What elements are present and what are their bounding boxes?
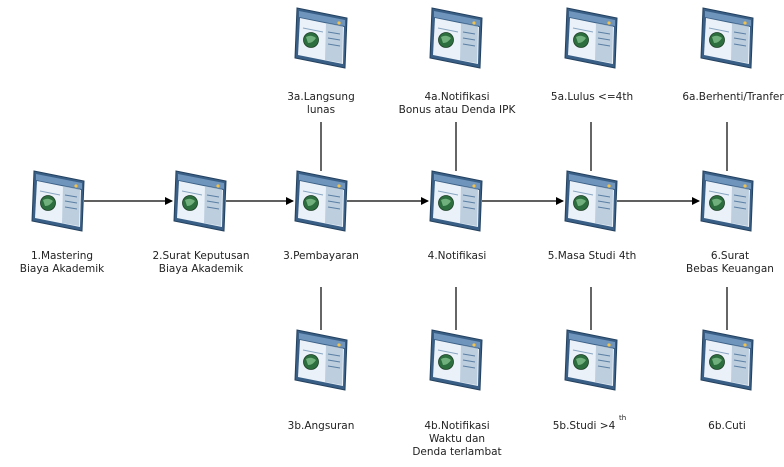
nodes xyxy=(31,7,754,391)
node-label-n3: 3.Pembayaran xyxy=(283,250,359,262)
node-label-n6: 6.Surat Bebas Keuangan xyxy=(686,250,774,275)
connectors xyxy=(84,122,728,330)
node-n4-browser-window-icon xyxy=(429,170,483,232)
node-n2-browser-window-icon xyxy=(173,170,227,232)
node-n5b-browser-window-icon xyxy=(564,329,618,391)
node-label-n2: 2.Surat Keputusan Biaya Akademik xyxy=(152,250,250,275)
node-n6-browser-window-icon xyxy=(700,170,754,232)
node-n3a-browser-window-icon xyxy=(294,7,348,69)
node-label-superscript-n5b: th xyxy=(619,414,627,422)
node-label-n6a: 6a.Berhenti/Tranfer xyxy=(682,91,784,103)
node-label-n1: 1.Mastering Biaya Akademik xyxy=(19,250,105,275)
node-n6a-browser-window-icon xyxy=(700,7,754,69)
node-label-n4b: 4b.Notifikasi Waktu dan Denda terlambat xyxy=(412,420,502,458)
node-label-n5a: 5a.Lulus <=4th xyxy=(550,91,634,103)
node-n3-browser-window-icon xyxy=(294,170,348,232)
node-n5-browser-window-icon xyxy=(564,170,618,232)
node-n5a-browser-window-icon xyxy=(564,7,618,69)
node-n6b-browser-window-icon xyxy=(700,329,754,391)
node-n3b-browser-window-icon xyxy=(294,329,348,391)
node-label-n3b: 3b.Angsuran xyxy=(287,420,355,432)
node-label-n4: 4.Notifikasi xyxy=(427,250,487,262)
node-label-n3a: 3a.Langsung lunas xyxy=(287,91,355,116)
node-label-n4a: 4a.Notifikasi Bonus atau Denda IPK xyxy=(398,91,516,116)
node-n4a-browser-window-icon xyxy=(429,7,483,69)
node-n4b-browser-window-icon xyxy=(429,329,483,391)
node-n1-browser-window-icon xyxy=(31,170,85,232)
node-label-n6b: 6b.Cuti xyxy=(708,420,746,432)
node-label-n5: 5.Masa Studi 4th xyxy=(547,250,637,262)
node-label-n5b: 5b.Studi >4 xyxy=(552,420,616,432)
